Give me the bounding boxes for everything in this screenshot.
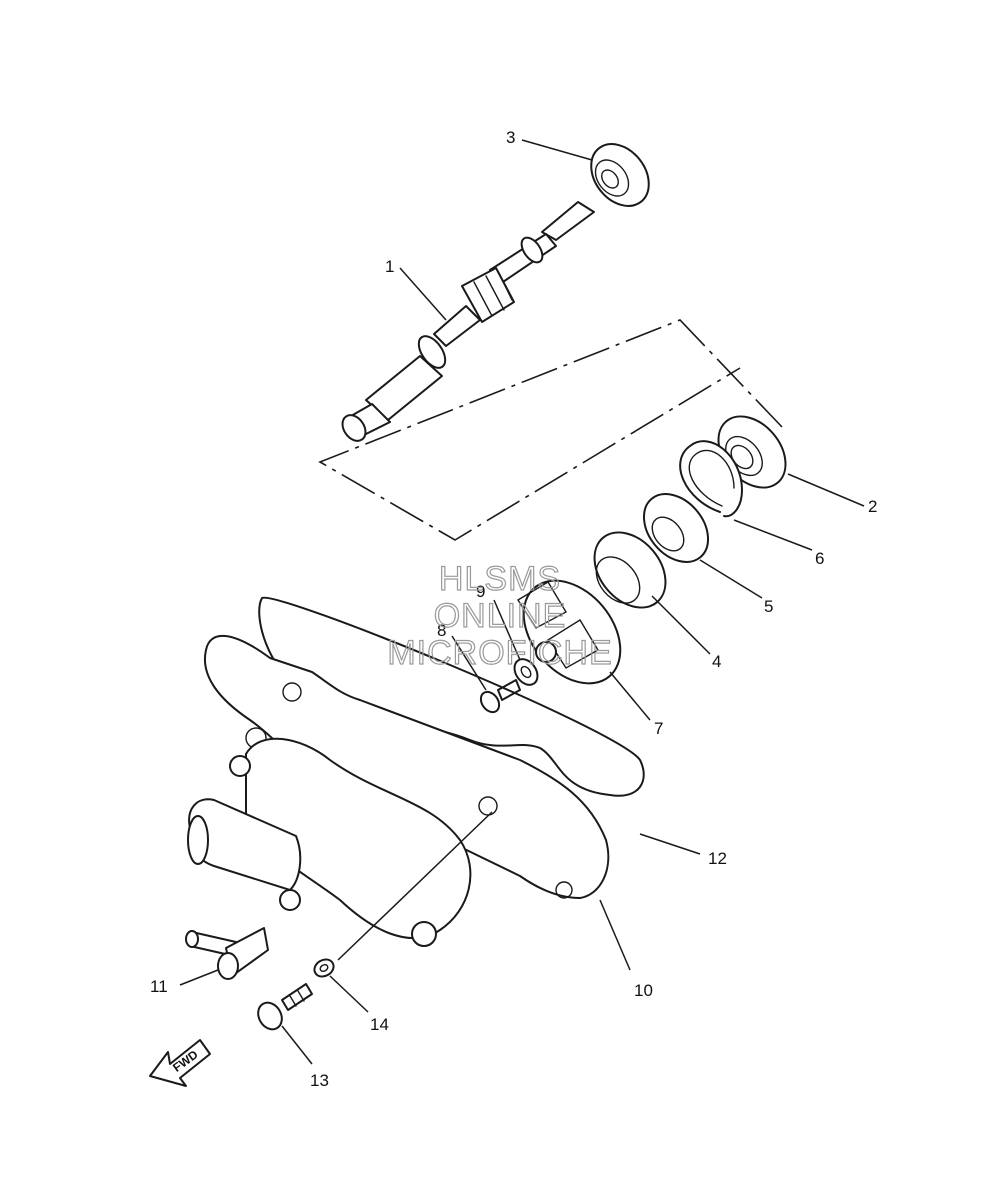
assembly-dashed-outline (318, 319, 783, 541)
watermark-line-1: HLSMS (439, 560, 561, 598)
part-14-washer[interactable] (311, 956, 336, 980)
callout-9: 9 (476, 582, 485, 601)
leader-lines (179, 139, 865, 1065)
callout-3: 3 (506, 128, 515, 147)
part-1-shaft[interactable] (338, 201, 595, 445)
callout-4: 4 (712, 652, 721, 671)
callout-11: 11 (150, 977, 168, 996)
callout-1: 1 (385, 257, 394, 276)
callout-12: 12 (708, 849, 727, 868)
fwd-arrow-icon: FWD (149, 1039, 211, 1087)
callout-7: 7 (654, 719, 663, 738)
part-3-bearing[interactable] (579, 133, 660, 217)
watermark-line-3: MICROFICHE (387, 634, 612, 672)
callout-13: 13 (310, 1071, 329, 1090)
part-6-circlip[interactable] (679, 440, 743, 518)
pump-housing (187, 737, 472, 947)
watermark: HLSMS ONLINE MICROFICHE (387, 559, 613, 672)
part-13-bolt[interactable] (253, 983, 313, 1034)
part-7-impeller[interactable] (504, 562, 640, 702)
part-4-seal[interactable] (580, 519, 680, 622)
callout-2: 2 (868, 497, 877, 516)
watermark-line-2: ONLINE (434, 597, 567, 635)
part-9-washer[interactable] (510, 655, 542, 689)
callout-5: 5 (764, 597, 773, 616)
callout-10: 10 (634, 981, 653, 1000)
callout-14: 14 (370, 1015, 389, 1034)
part-11-fitting[interactable] (185, 927, 269, 980)
part-10-pump-cover[interactable] (203, 635, 610, 899)
callout-8: 8 (437, 621, 446, 640)
part-5-seal[interactable] (631, 482, 721, 575)
callout-6: 6 (815, 549, 824, 568)
